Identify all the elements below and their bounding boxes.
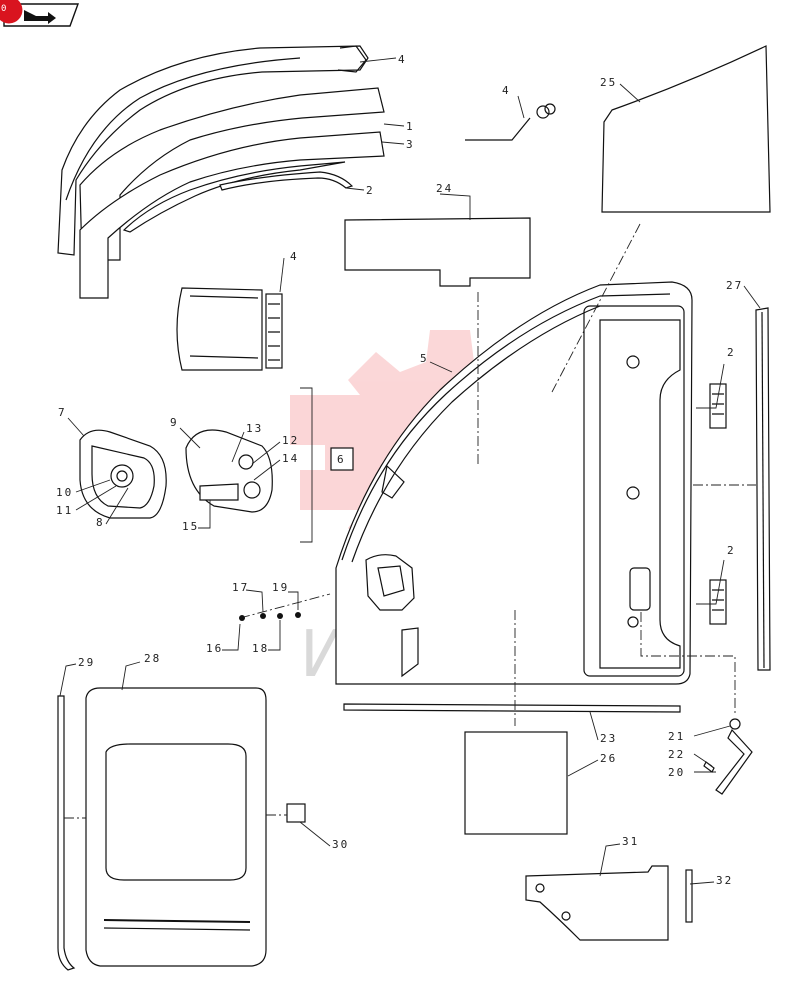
- badge-text: 0: [1, 4, 6, 14]
- callout-label-c32: 32: [716, 874, 733, 887]
- part-roof-seal: [57, 45, 369, 256]
- callout-label-c15: 15: [182, 520, 199, 533]
- part-headliner: [79, 87, 385, 261]
- callout-label-c2a: 2: [366, 184, 375, 197]
- callout-label-c28: 28: [144, 652, 161, 665]
- callout-label-c1: 1: [406, 120, 415, 133]
- callout-label-c25: 25: [600, 76, 617, 89]
- part-control-rod: [703, 718, 753, 795]
- callout-label-c7: 7: [58, 406, 67, 419]
- callout-label-c29: 29: [78, 656, 95, 669]
- callout-label-c3: 3: [406, 138, 415, 151]
- callout-label-c5: 5: [420, 352, 429, 365]
- callout-label-c2c: 2: [727, 544, 736, 557]
- callout-label-c6: 6: [337, 453, 346, 466]
- callout-label-c16: 16: [206, 642, 223, 655]
- part-small-pad: [286, 803, 306, 823]
- callout-label-c9: 9: [170, 416, 179, 429]
- part-latch-assembly: [185, 429, 273, 513]
- callout-label-c19: 19: [272, 581, 289, 594]
- part-wire-clip: [465, 103, 556, 141]
- callout-label-c24: 24: [436, 182, 453, 195]
- part-hinge-lower: [709, 579, 727, 625]
- callout-label-c27: 27: [726, 279, 743, 292]
- door-handle-recess: [365, 554, 415, 611]
- callout-label-c31: 31: [622, 835, 639, 848]
- part-hinge-upper: [709, 383, 727, 429]
- callout-label-c23: 23: [600, 732, 617, 745]
- callout-label-c10: 10: [56, 486, 73, 499]
- callout-label-c21: 21: [668, 730, 685, 743]
- part-cover-plate: [525, 865, 669, 941]
- callout-label-c14: 14: [282, 452, 299, 465]
- part-window-glass: [601, 45, 771, 213]
- leader-lines: [59, 57, 761, 885]
- part-seal-strip: [219, 171, 354, 191]
- callout-label-c13: 13: [246, 422, 263, 435]
- bracket-6: [300, 387, 313, 543]
- callout-label-c4a: 4: [398, 53, 407, 66]
- part-glass-pad: [464, 731, 568, 835]
- callout-label-c12: 12: [282, 434, 299, 447]
- part-fastener-set: [239, 593, 331, 621]
- callout-label-c30: 30: [332, 838, 349, 851]
- part-bottom-seal: [343, 703, 681, 713]
- part-rear-panel: [85, 687, 267, 967]
- assembly-lines: [64, 223, 756, 819]
- callout-label-c2b: 2: [727, 346, 736, 359]
- callout-label-c17: 17: [232, 581, 249, 594]
- callout-label-c22: 22: [668, 748, 685, 761]
- callout-label-c4c: 4: [290, 250, 299, 263]
- part-outer-handle: [79, 429, 167, 519]
- header-nav[interactable]: [3, 3, 79, 27]
- part-trim: [79, 131, 385, 299]
- part-door-side-seal: [755, 307, 771, 671]
- header-badge: 0: [0, 0, 23, 24]
- callout-label-c11: 11: [56, 504, 73, 517]
- part-small-plate: [685, 869, 693, 923]
- part-door-panel: [335, 281, 693, 685]
- reference-arrow-icon: [24, 10, 56, 24]
- part-rear-seal: [57, 695, 76, 971]
- callout-label-c26: 26: [600, 752, 617, 765]
- callout-label-c4b: 4: [502, 84, 511, 97]
- callout-box-6: [330, 447, 354, 471]
- callout-label-c20: 20: [668, 766, 685, 779]
- callout-label-c18: 18: [252, 642, 269, 655]
- callout-label-c8: 8: [96, 516, 105, 529]
- part-insulation-panel: [344, 217, 531, 287]
- part-hinge-detail: [176, 287, 283, 371]
